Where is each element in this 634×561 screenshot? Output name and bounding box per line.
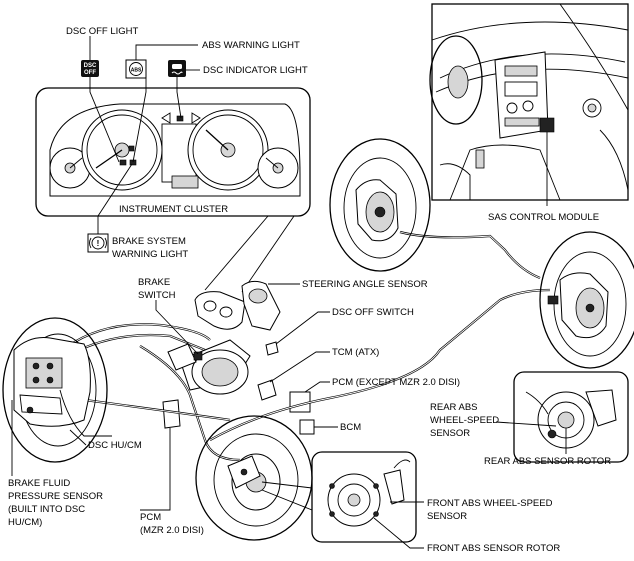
tcm-part: [257, 351, 330, 401]
label-brake-fluid-pressure-sensor-3: (BUILT INTO DSC: [8, 504, 85, 515]
label-brake-system-warning-light-1: BRAKE SYSTEM: [112, 236, 186, 247]
label-dsc-indicator-light: DSC INDICATOR LIGHT: [203, 65, 308, 76]
label-dsc-off-switch: DSC OFF SWITCH: [332, 307, 414, 318]
rear-wheel: [539, 231, 634, 369]
label-pcm-except: PCM (EXCEPT MZR 2.0 DISI): [332, 377, 460, 388]
label-brake-switch-2: SWITCH: [138, 290, 176, 301]
label-front-abs-wheel-speed-sensor-1: FRONT ABS WHEEL-SPEED: [427, 498, 553, 509]
label-rear-abs-wheel-speed-sensor-3: SENSOR: [430, 428, 470, 439]
pcm-mzr-part: [140, 399, 181, 511]
label-brake-fluid-pressure-sensor-2: PRESSURE SENSOR: [8, 491, 103, 502]
label-steering-angle-sensor: STEERING ANGLE SENSOR: [302, 279, 428, 290]
rear-abs-detail-inset: [495, 371, 629, 463]
steering-angle-sensor-part: [194, 280, 300, 331]
label-pcm-mzr-2: (MZR 2.0 DISI): [140, 525, 204, 536]
label-bcm: BCM: [340, 422, 361, 433]
dsc-off-light-icon: DSC OFF: [81, 60, 99, 77]
label-brake-fluid-pressure-sensor-4: HU/CM): [8, 517, 42, 528]
pcm-except-part: [289, 381, 330, 413]
cluster-leader-lines: [89, 44, 200, 234]
left-wheel-dsc-hucm: [2, 317, 112, 476]
label-pcm-mzr-1: PCM: [140, 512, 161, 523]
label-front-abs-wheel-speed-sensor-2: SENSOR: [427, 511, 467, 522]
label-brake-fluid-pressure-sensor-1: BRAKE FLUID: [8, 478, 70, 489]
label-instrument-cluster: INSTRUMENT CLUSTER: [119, 204, 228, 215]
svg-text:ABS: ABS: [131, 68, 142, 74]
dsc-indicator-light-icon: [168, 60, 186, 77]
brake-switch-part: [155, 300, 251, 395]
label-rear-abs-sensor-rotor: REAR ABS SENSOR ROTOR: [484, 456, 611, 467]
labels: DSC OFF LIGHT ABS WARNING LIGHT DSC INDI…: [8, 26, 611, 554]
dsc-off-switch-part: [265, 311, 330, 356]
label-tcm: TCM (ATX): [332, 347, 379, 358]
label-rear-abs-wheel-speed-sensor-1: REAR ABS: [430, 402, 478, 413]
label-abs-warning-light: ABS WARNING LIGHT: [202, 40, 300, 51]
label-brake-system-warning-light-2: WARNING LIGHT: [112, 249, 188, 260]
svg-text:!: !: [97, 239, 100, 248]
label-sas-control-module: SAS CONTROL MODULE: [488, 212, 599, 223]
brake-pipes: [59, 230, 551, 462]
brake-system-warning-light-icon: !: [87, 233, 109, 253]
instrument-cluster-callout: [35, 87, 311, 293]
front-abs-detail-inset: [261, 451, 424, 549]
svg-text:DSC: DSC: [84, 63, 97, 69]
bcm-part: [299, 419, 338, 435]
dashboard-inset: [429, 3, 629, 206]
label-dsc-hucm: DSC HU/CM: [88, 440, 142, 451]
label-dsc-off-light: DSC OFF LIGHT: [66, 26, 139, 37]
svg-text:OFF: OFF: [84, 70, 96, 76]
label-front-abs-sensor-rotor: FRONT ABS SENSOR ROTOR: [427, 543, 560, 554]
upper-wheel: [329, 138, 431, 272]
front-wheel: [195, 415, 313, 541]
label-brake-switch-1: BRAKE: [138, 277, 170, 288]
label-rear-abs-wheel-speed-sensor-2: WHEEL-SPEED: [430, 415, 499, 426]
abs-warning-light-icon: ABS: [125, 59, 147, 79]
